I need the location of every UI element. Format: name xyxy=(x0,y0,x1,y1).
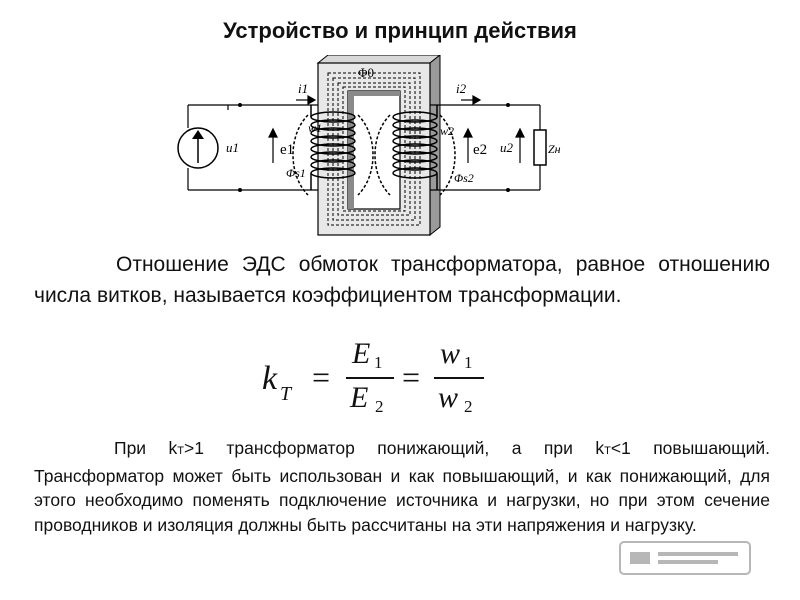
explanation-part-3: <1 повышающий. Трансформатор может быть … xyxy=(34,438,770,535)
formula-k: k xyxy=(262,360,278,397)
transformer-core xyxy=(316,55,441,237)
definition-text: Отношение ЭДС обмоток трансформатора, ра… xyxy=(34,253,770,307)
label-leak-flux-2: Φs2 xyxy=(454,171,474,185)
primary-circuit xyxy=(187,104,318,191)
label-winding-1: w1 xyxy=(308,121,322,135)
formula-E1-sub: 1 xyxy=(374,353,383,372)
current-arrows xyxy=(268,94,525,163)
formula-E2-sub: 2 xyxy=(375,397,384,416)
formula-E1: E xyxy=(352,337,371,370)
formula-E2: E xyxy=(350,381,369,414)
label-voltage-2: u2 xyxy=(500,140,514,155)
label-emf-2: e2 xyxy=(473,142,487,158)
secondary-winding xyxy=(374,105,456,196)
ac-source-icon xyxy=(177,127,219,169)
primary-winding xyxy=(292,105,374,196)
label-leak-flux-1: Φs1 xyxy=(286,166,306,180)
formula-eq-1: = xyxy=(312,359,331,395)
formula-k-sub: T xyxy=(280,383,292,405)
label-voltage-1: u1 xyxy=(226,140,239,155)
explanation-paragraph: При kT>1 трансформатор понижающий, а при… xyxy=(34,436,770,537)
fraction-bar-1 xyxy=(346,377,394,379)
label-current-2: i2 xyxy=(456,81,467,96)
formula-w1: w xyxy=(440,337,461,370)
watermark-logo xyxy=(619,541,751,575)
explanation-part-2: >1 трансформатор понижающий, а при k xyxy=(184,438,605,458)
formula-w1-sub: 1 xyxy=(464,353,473,372)
label-winding-2: w2 xyxy=(440,124,454,138)
formula-w2-sub: 2 xyxy=(464,397,473,416)
label-load: Zн xyxy=(548,142,561,156)
secondary-circuit xyxy=(430,104,541,191)
label-emf-1: e1 xyxy=(280,142,294,158)
fraction-bar-2 xyxy=(434,377,484,379)
kt-subscript-a: T xyxy=(177,445,185,457)
definition-paragraph: Отношение ЭДС обмоток трансформатора, ра… xyxy=(34,249,770,311)
explanation-part-1: При k xyxy=(114,438,178,458)
formula-eq-2: = xyxy=(402,359,421,395)
label-flux-main: Φ0 xyxy=(358,65,374,80)
transformer-diagram: Φ0 i1 i2 u1 e1 w1 Φs1 w2 e2 u2 Zн Φs2 xyxy=(177,55,561,237)
kt-subscript-b: T xyxy=(604,445,611,457)
ratio-formula: k T = E 1 E 2 = w 1 w 2 xyxy=(262,335,502,425)
load-resistor-icon xyxy=(533,129,547,166)
label-current-1: i1 xyxy=(298,81,308,96)
formula-w2: w xyxy=(438,381,459,414)
page-title: Устройство и принцип действия xyxy=(223,18,577,43)
